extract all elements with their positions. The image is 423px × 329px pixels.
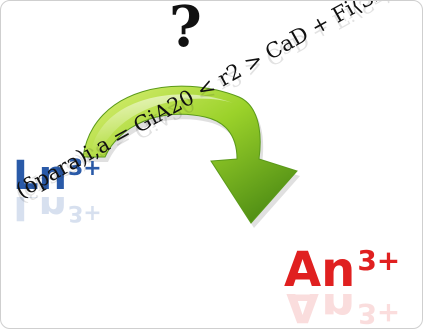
an-charge-reflection: 3+ xyxy=(357,297,401,328)
curved-arrow xyxy=(82,85,298,224)
an3-reflection: An3+ xyxy=(284,294,400,328)
an3-label: An3+ xyxy=(284,246,400,294)
ln-charge-reflection: 3+ xyxy=(67,200,102,225)
an-symbol-reflection: An xyxy=(284,294,356,328)
ln-charge: 3+ xyxy=(67,156,102,181)
ln3-label: Ln3+ xyxy=(13,156,102,196)
curved-arrow-highlight xyxy=(91,94,233,151)
an-symbol: An xyxy=(284,242,356,298)
an-charge: 3+ xyxy=(357,244,401,277)
ln-symbol: Ln xyxy=(13,153,67,199)
question-mark: ? xyxy=(169,0,202,60)
